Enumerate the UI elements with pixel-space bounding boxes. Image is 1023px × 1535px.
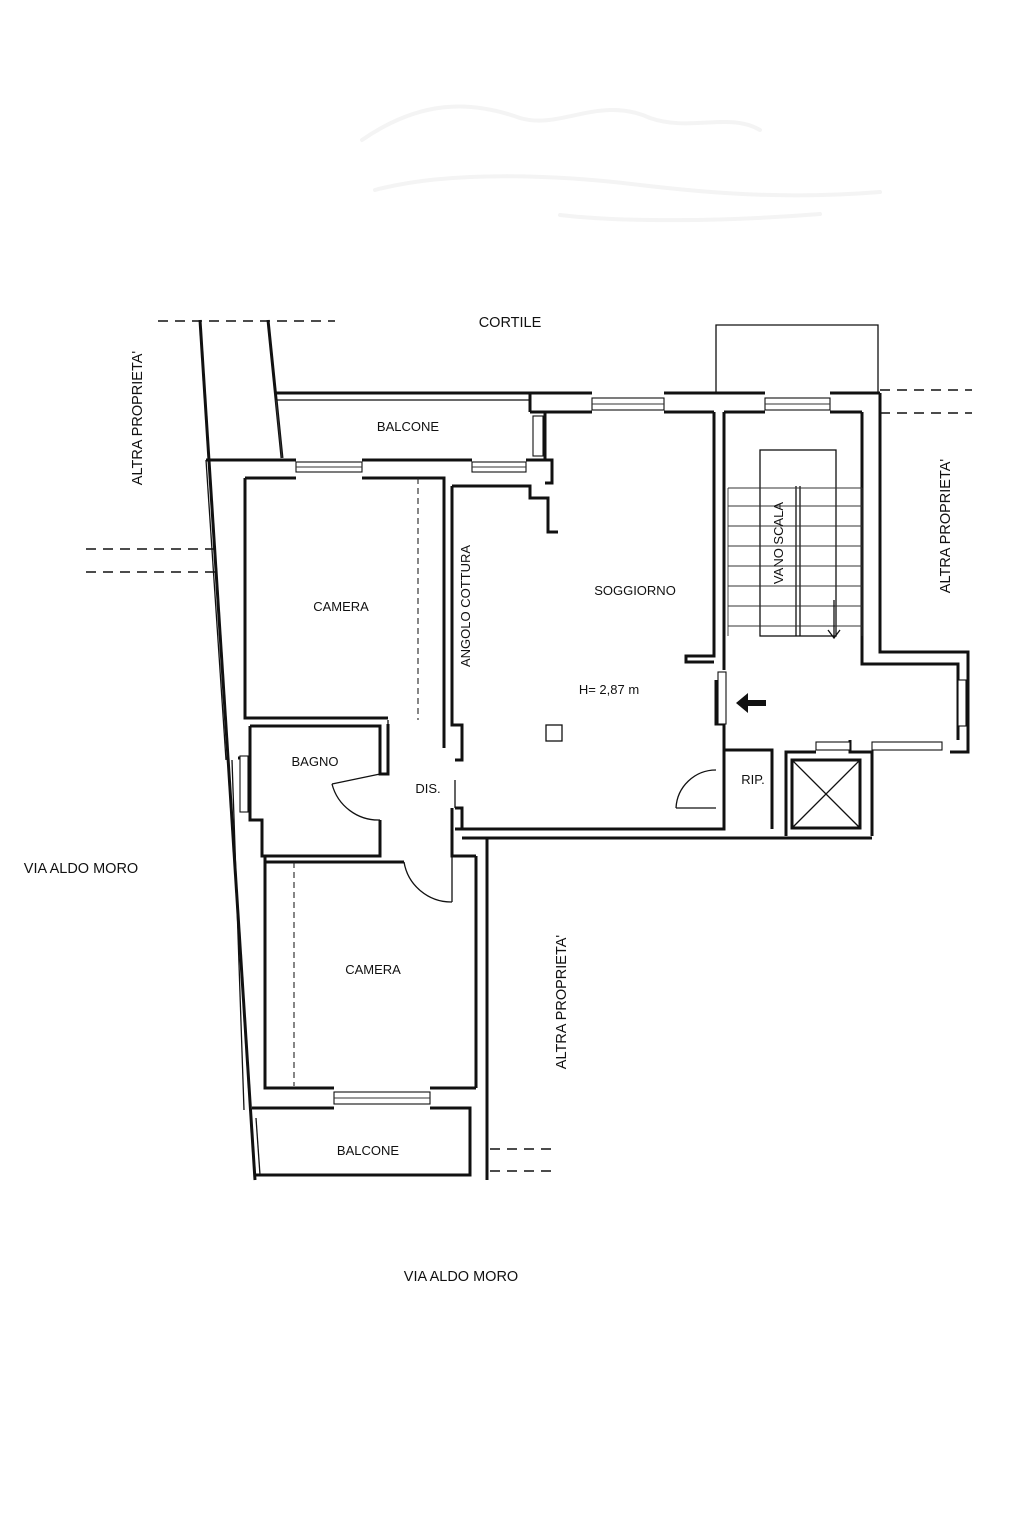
watermark <box>360 104 882 223</box>
pillar <box>545 724 563 742</box>
windows <box>239 397 967 1105</box>
entrance-arrow-icon <box>736 693 766 713</box>
label-camera-top: CAMERA <box>313 599 369 614</box>
label-balcone-top: BALCONE <box>377 419 439 434</box>
label-bagno: BAGNO <box>292 754 339 769</box>
shaft-cross-icon <box>790 758 862 830</box>
label-via-aldo-moro-bottom: VIA ALDO MORO <box>404 1269 518 1285</box>
property-boundaries <box>86 320 972 1172</box>
label-altra-proprieta-nw: ALTRA PROPRIETA' <box>130 351 146 486</box>
label-altra-proprieta-e: ALTRA PROPRIETA' <box>938 459 954 594</box>
label-dis: DIS. <box>415 781 440 796</box>
label-rip: RIP. <box>741 772 765 787</box>
label-camera-bottom: CAMERA <box>345 962 401 977</box>
label-altra-proprieta-s: ALTRA PROPRIETA' <box>554 935 570 1070</box>
label-balcone-bottom: BALCONE <box>337 1143 399 1158</box>
interior-walls <box>238 324 879 1090</box>
label-soggiorno: SOGGIORNO <box>594 583 676 598</box>
label-via-aldo-moro-side: VIA ALDO MORO <box>24 861 138 877</box>
label-vano-scala: VANO SCALA <box>771 502 786 584</box>
staircase <box>727 449 863 640</box>
label-cortile: CORTILE <box>479 315 542 331</box>
doors <box>331 720 717 903</box>
outer-walls <box>198 319 970 1181</box>
label-height: H= 2,87 m <box>579 682 639 697</box>
stair-direction-arrow-icon <box>827 600 841 640</box>
label-angolo-cottura: ANGOLO COTTURA <box>458 545 473 667</box>
